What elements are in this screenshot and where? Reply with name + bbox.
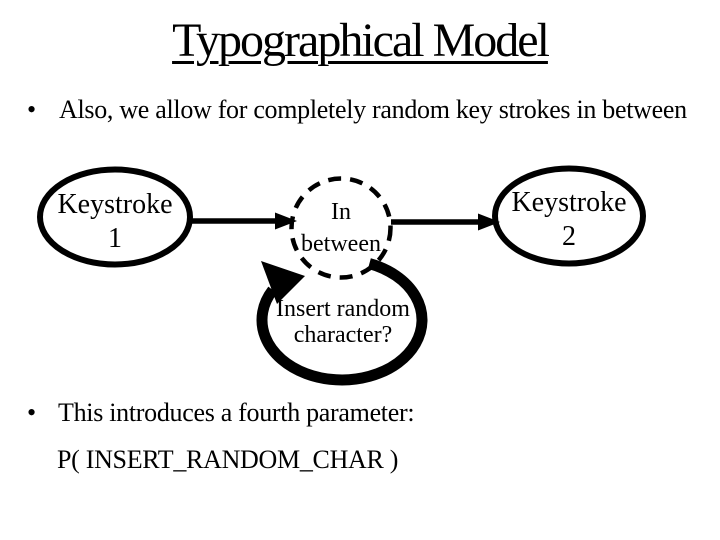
slide-title: Typographical Model [172, 14, 550, 67]
self-loop-label: Insert random character? [276, 296, 410, 348]
bullet-text-random-keystrokes: Also, we allow for completely random key… [59, 95, 687, 124]
self-loop-arrow [256, 258, 428, 386]
bullet-icon: • [27, 95, 37, 124]
self-loop-arrowhead [261, 261, 305, 304]
in-between-label: In between [301, 199, 381, 257]
keystroke-2-label: Keystroke 2 [511, 187, 627, 252]
formula-text: P( INSERT_RANDOM_CHAR ) [57, 445, 399, 474]
bullet-text-fourth-parameter: This introduces a fourth parameter: [58, 398, 415, 427]
keystroke-1-node [37, 166, 193, 268]
transition-arrow-2 [391, 213, 500, 231]
keystroke-2-node [492, 165, 646, 267]
in-between-node [289, 176, 393, 280]
transition-arrow-1 [191, 212, 297, 230]
bullet-icon: • [27, 398, 37, 427]
keystroke-1-label: Keystroke 1 [57, 189, 173, 254]
